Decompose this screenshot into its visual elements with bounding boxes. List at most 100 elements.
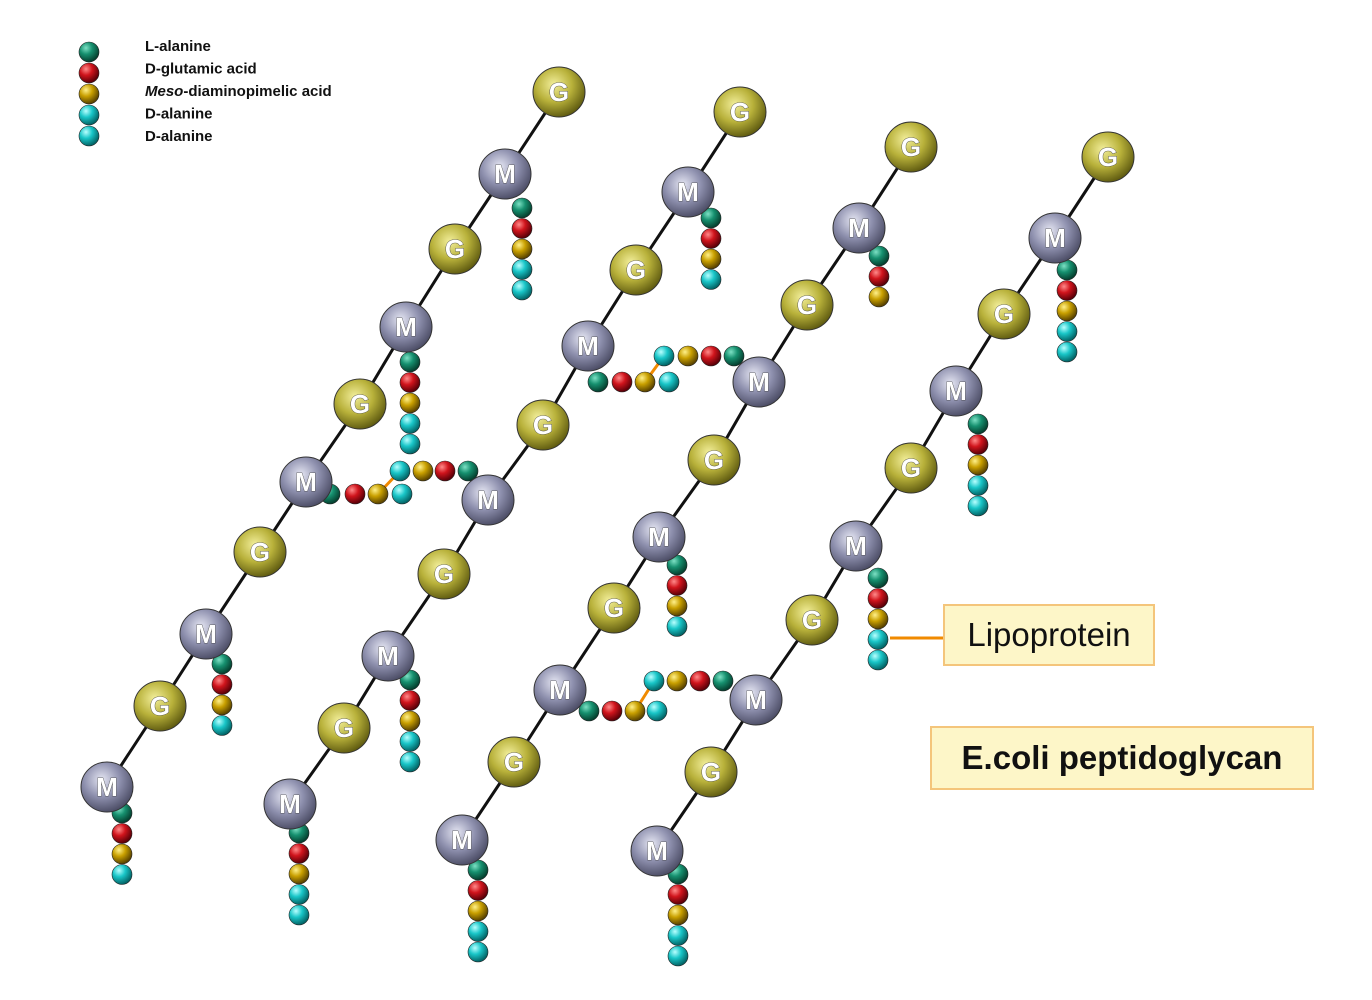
legend-label: D-alanine — [145, 128, 213, 145]
lipoprotein-label-box: Lipoprotein — [943, 604, 1155, 666]
glcnac-label: G — [802, 605, 822, 635]
amino-acid-bead — [700, 228, 722, 249]
glcnac-label: G — [445, 234, 465, 264]
peptide-stems — [111, 197, 1078, 967]
amino-acid-bead — [601, 700, 623, 722]
murnac-sugar: M — [661, 166, 715, 218]
legend-label: L-alanine — [145, 38, 211, 55]
murnac-sugar: M — [732, 356, 786, 408]
amino-acid-bead — [288, 863, 310, 885]
glcnac-label: G — [626, 255, 646, 285]
amino-acid-bead — [399, 392, 421, 414]
glcnac-sugar: G — [687, 434, 741, 486]
murnac-label: M — [195, 619, 217, 649]
amino-acid-bead — [689, 670, 711, 692]
legend-label: D-glutamic acid — [145, 61, 257, 78]
murnac-label: M — [477, 485, 499, 515]
glcnac-sugar: G — [532, 66, 586, 118]
amino-acid-bead — [653, 345, 675, 367]
amino-acid-bead — [967, 495, 989, 517]
amino-acid-bead — [1056, 280, 1078, 301]
murnac-sugar: M — [729, 674, 783, 726]
murnac-label: M — [646, 836, 668, 866]
murnac-sugar: M — [361, 630, 415, 682]
murnac-label: M — [848, 213, 870, 243]
glcnac-sugar: G — [713, 86, 767, 138]
glcnac-label: G — [901, 453, 921, 483]
murnac-label: M — [748, 367, 770, 397]
glcnac-label: G — [250, 537, 270, 567]
amino-acid-bead — [399, 710, 421, 732]
glcnac-sugar: G — [417, 548, 471, 600]
amino-acid-bead — [1056, 300, 1078, 322]
amino-acid-bead — [643, 670, 665, 692]
amino-acid-bead — [677, 345, 699, 367]
glcnac-sugar: G — [884, 442, 938, 494]
murnac-label: M — [648, 522, 670, 552]
legend-swatch — [78, 83, 100, 105]
amino-acid-bead — [111, 843, 133, 865]
legend-label: D-alanine — [145, 106, 213, 123]
title-box: E.coli peptidoglycan — [930, 726, 1314, 790]
murnac-label: M — [677, 177, 699, 207]
amino-acid-bead — [457, 460, 479, 482]
glcnac-label: G — [150, 691, 170, 721]
amino-acid-bead — [700, 207, 722, 229]
murnac-label: M — [549, 675, 571, 705]
amino-acid-bead — [211, 715, 233, 736]
glcnac-label: G — [434, 559, 454, 589]
murnac-sugar: M — [1028, 212, 1082, 264]
glcnac-sugar: G — [233, 526, 287, 578]
glycan-strand-line — [655, 156, 1110, 852]
amino-acid-bead — [667, 925, 689, 946]
murnac-sugar: M — [533, 664, 587, 716]
amino-acid-bead — [511, 197, 533, 219]
amino-acid-bead — [1056, 321, 1078, 342]
murnac-sugar: M — [80, 761, 134, 813]
amino-acid-bead — [666, 670, 688, 692]
glcnac-sugar: G — [780, 279, 834, 331]
amino-acid-bead — [511, 238, 533, 260]
murnac-sugar: M — [630, 825, 684, 877]
amino-acid-bead — [624, 700, 646, 722]
glcnac-sugar: G — [333, 378, 387, 430]
amino-acid-bead — [467, 941, 489, 963]
amino-acid-bead — [511, 259, 533, 280]
amino-acid-bead — [288, 843, 310, 864]
amino-acid-bead — [867, 567, 889, 589]
glcnac-label: G — [1098, 142, 1118, 172]
glcnac-sugar: G — [1081, 131, 1135, 183]
glcnac-label: G — [604, 593, 624, 623]
murnac-sugar: M — [832, 202, 886, 254]
glcnac-label: G — [533, 410, 553, 440]
diagram-title: E.coli peptidoglycan — [961, 739, 1283, 776]
amino-acid-bead — [399, 433, 421, 455]
amino-acid-bead — [578, 700, 600, 722]
murnac-label: M — [745, 685, 767, 715]
amino-acid-bead — [389, 460, 411, 482]
amino-acid-bead — [412, 460, 434, 482]
glcnac-label: G — [797, 290, 817, 320]
amino-acid-bead — [391, 483, 413, 505]
amino-acid-bead — [511, 279, 533, 301]
murnac-sugar: M — [829, 520, 883, 572]
amino-acid-bead — [868, 286, 890, 308]
murnac-sugar: M — [263, 778, 317, 830]
amino-acid-bead — [868, 245, 890, 267]
glcnac-sugar: G — [133, 680, 187, 732]
glcnac-sugar: G — [428, 223, 482, 275]
amino-acid-bead — [867, 608, 889, 630]
amino-acid-bead — [399, 690, 421, 711]
lipoprotein-label: Lipoprotein — [967, 616, 1131, 653]
glcnac-sugar: G — [684, 746, 738, 798]
glcnac-label: G — [994, 299, 1014, 329]
murnac-sugar: M — [632, 511, 686, 563]
amino-acid-bead — [667, 904, 689, 926]
amino-acid-bead — [467, 921, 489, 942]
amino-acid-bead — [700, 345, 722, 367]
amino-acid-bead — [344, 483, 366, 505]
glcnac-label: G — [704, 445, 724, 475]
